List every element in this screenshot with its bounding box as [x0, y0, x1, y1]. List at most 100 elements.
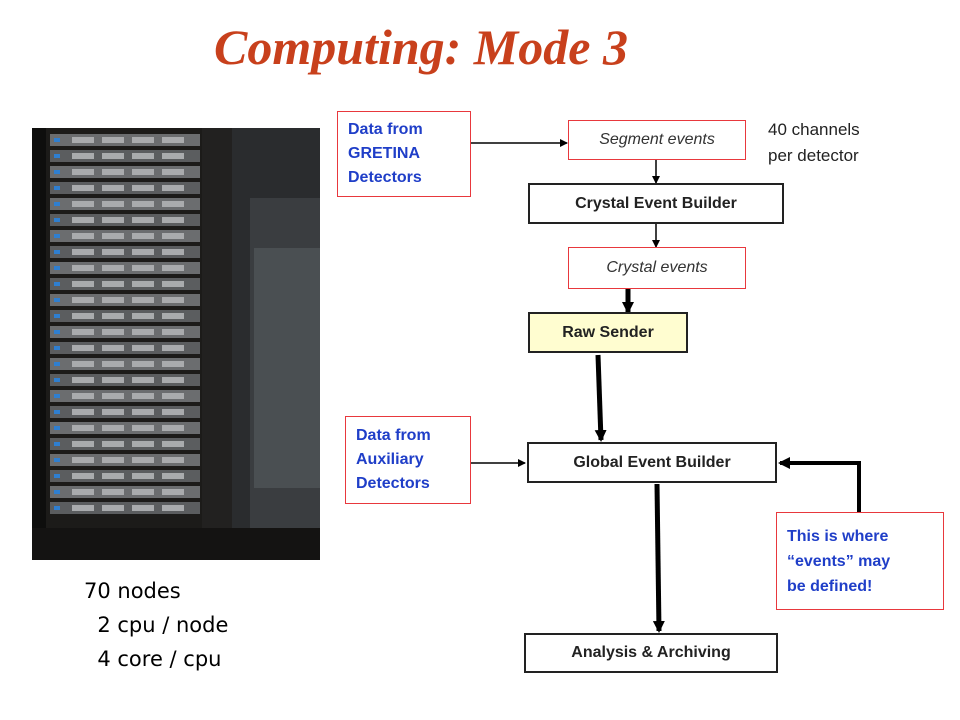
rack-drive-bay: [132, 473, 154, 479]
rack-drive-bay: [72, 425, 94, 431]
channels-note-line-1: 40 channels: [768, 120, 860, 139]
channels-note-line-2: per detector: [768, 146, 859, 165]
auxiliary-source-line-3: Detectors: [356, 475, 430, 492]
rack-drive-bay: [72, 281, 94, 287]
segment-events-label: Segment events: [599, 131, 715, 148]
rack-drive-bay: [132, 265, 154, 271]
rack-drive-bay: [162, 329, 184, 335]
server-rack-image: [32, 128, 320, 560]
rack-drive-bay: [132, 489, 154, 495]
rack-status-light: [54, 458, 60, 462]
gretina-source-line-2: GRETINA: [348, 145, 420, 162]
rack-drive-bay: [162, 281, 184, 287]
rack-drive-bay: [102, 457, 124, 463]
rack-status-light: [54, 186, 60, 190]
rack-status-light: [54, 378, 60, 382]
rack-status-light: [54, 410, 60, 414]
rack-drive-bay: [102, 169, 124, 175]
rack-drive-bay: [132, 137, 154, 143]
rack-drive-bay: [162, 265, 184, 271]
rack-drive-bay: [132, 409, 154, 415]
arrow-global-builder-to-analysis: [652, 483, 665, 633]
rack-drive-bay: [72, 137, 94, 143]
rack-drive-bay: [162, 361, 184, 367]
rack-drive-bay: [162, 297, 184, 303]
rack-drive-bay: [72, 169, 94, 175]
auxiliary-source-box: Data from Auxiliary Detectors: [345, 416, 471, 504]
rack-drive-bay: [102, 233, 124, 239]
rack-drive-bay: [132, 249, 154, 255]
rack-drive-bay: [72, 153, 94, 159]
global-event-builder-box: Global Event Builder: [527, 442, 777, 483]
rack-status-light: [54, 282, 60, 286]
rack-drive-bay: [162, 489, 184, 495]
rack-drive-bay: [162, 169, 184, 175]
rack-drive-bay: [162, 345, 184, 351]
rack-drive-bay: [72, 313, 94, 319]
rack-drive-bay: [102, 489, 124, 495]
rack-status-light: [54, 138, 60, 142]
rack-drive-bay: [102, 249, 124, 255]
rack-drive-bay: [102, 281, 124, 287]
rack-status-light: [54, 314, 60, 318]
rack-status-light: [54, 394, 60, 398]
rack-drive-bay: [132, 425, 154, 431]
rack-drive-bay: [162, 233, 184, 239]
rack-drive-bay: [102, 185, 124, 191]
rack-drive-bay: [132, 377, 154, 383]
gretina-source-line-1: Data from: [348, 121, 423, 138]
rack-status-light: [54, 346, 60, 350]
rack-drive-bay: [102, 137, 124, 143]
rack-status-light: [54, 250, 60, 254]
rack-status-light: [54, 442, 60, 446]
rack-drive-bay: [102, 265, 124, 271]
rack-status-light: [54, 218, 60, 222]
rack-drive-bay: [102, 425, 124, 431]
rack-drive-bay: [132, 217, 154, 223]
crystal-events-label: Crystal events: [606, 259, 708, 276]
rack-drive-bay: [102, 313, 124, 319]
rack-drive-bay: [162, 249, 184, 255]
rack-drive-bay: [72, 377, 94, 383]
rack-drive-bay: [162, 425, 184, 431]
rack-drive-bay: [102, 441, 124, 447]
cluster-specs: 70 nodes 2 cpu / node 4 core / cpu: [84, 574, 228, 676]
auxiliary-source-line-1: Data from: [356, 427, 431, 444]
server-rack-photo: [32, 128, 320, 560]
rack-drive-bay: [132, 281, 154, 287]
rack-drive-bay: [72, 185, 94, 191]
rack-drive-bay: [72, 201, 94, 207]
rack-drive-bay: [132, 361, 154, 367]
rack-drive-bay: [72, 297, 94, 303]
rack-drive-bay: [102, 153, 124, 159]
rack-drive-bay: [72, 393, 94, 399]
rack-drive-bay: [72, 441, 94, 447]
rack-drive-bay: [72, 217, 94, 223]
rack-status-light: [54, 506, 60, 510]
rack-drive-bay: [72, 473, 94, 479]
rack-status-light: [54, 234, 60, 238]
rack-drive-bay: [162, 473, 184, 479]
rack-drive-bay: [132, 233, 154, 239]
analysis-archiving-label: Analysis & Archiving: [571, 644, 731, 661]
rack-drive-bay: [162, 441, 184, 447]
rack-drive-bay: [162, 313, 184, 319]
rack-drive-bay: [102, 409, 124, 415]
rack-drive-bay: [132, 201, 154, 207]
rack-drive-bay: [132, 329, 154, 335]
rack-drive-bay: [132, 393, 154, 399]
rack-drive-bay: [162, 201, 184, 207]
segment-events-box: Segment events: [568, 120, 746, 160]
rack-drive-bay: [72, 505, 94, 511]
rack-drive-bay: [102, 361, 124, 367]
rack-drive-bay: [162, 185, 184, 191]
rack-status-light: [54, 426, 60, 430]
specs-core-per-cpu: 4 core / cpu: [84, 647, 222, 671]
rack-drive-bay: [132, 297, 154, 303]
rack-drive-bay: [162, 505, 184, 511]
rack-drive-bay: [72, 265, 94, 271]
rack-drive-bay: [102, 393, 124, 399]
rack-drive-bay: [162, 217, 184, 223]
rack-status-light: [54, 362, 60, 366]
